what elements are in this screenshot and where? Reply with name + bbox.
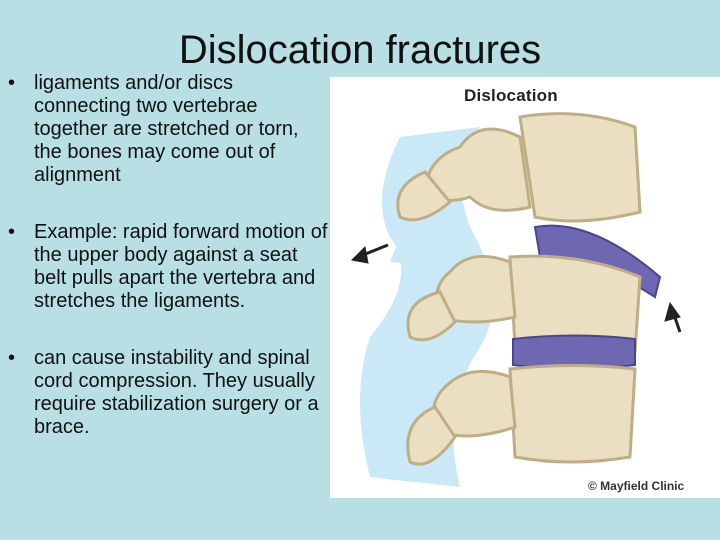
arrow-left-icon	[350, 243, 389, 264]
bullet-dot: •	[8, 221, 16, 243]
torn-ligament	[390, 227, 480, 267]
vertebra-spine-upper	[396, 170, 453, 222]
bullet-text: ligaments and/or discs connecting two ve…	[34, 72, 299, 186]
slide-title: Dislocation fractures	[178, 28, 542, 72]
arrow-up-icon	[664, 301, 682, 333]
spine-illustration	[350, 112, 682, 487]
figure-label: Dislocation	[464, 86, 558, 105]
bullet-list: • ligaments and/or discs connecting two …	[8, 72, 328, 439]
spine-dislocation-figure: Dislocation © Mayfield Clinic	[330, 77, 720, 498]
figure-copyright: © Mayfield Clinic	[588, 479, 685, 493]
vertebra-body-upper	[518, 112, 642, 223]
vertebra-spine-middle	[406, 290, 457, 342]
bullet-item: • can cause instability and spinal cord …	[8, 347, 328, 439]
bullet-dot: •	[8, 72, 16, 94]
bullet-item: • ligaments and/or discs connecting two …	[8, 72, 328, 187]
disc-lower	[512, 334, 636, 370]
vertebra-body-lower	[508, 364, 637, 464]
bullet-dot: •	[8, 347, 16, 369]
bullet-text: can cause instability and spinal cord co…	[34, 347, 319, 438]
vertebra-spine-lower	[406, 405, 457, 466]
bullet-text: Example: rapid forward motion of the upp…	[34, 221, 328, 312]
bullet-item: • Example: rapid forward motion of the u…	[8, 221, 328, 313]
